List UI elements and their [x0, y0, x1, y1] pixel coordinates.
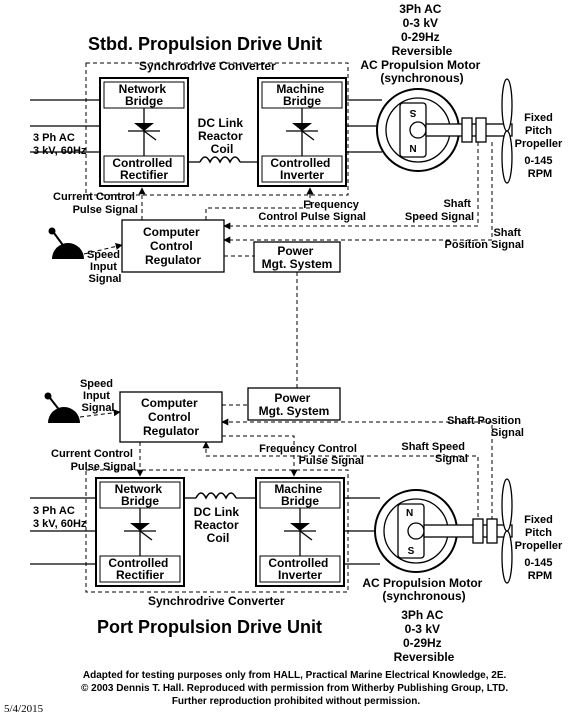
- port-dc-link-label: DC Link Reactor Coil: [194, 505, 243, 545]
- port-motor-label: AC Propulsion Motor (synchronous): [362, 576, 485, 603]
- stbd-power-mgt: Power Mgt. System: [253, 241, 341, 273]
- svg-text:Controlled Rectifier: Controlled Rectifier: [112, 156, 175, 182]
- stbd-speed-input-label: Speed Input Signal: [87, 249, 123, 285]
- svg-text:Network Bridge: Network Bridge: [119, 82, 170, 108]
- port-computer-regulator: Computer Control Regulator: [119, 391, 223, 443]
- port-propeller-label: Fixed Pitch Propeller 0-145 RPM: [515, 514, 566, 582]
- port-speed-lever-icon: [44, 392, 80, 423]
- footer-credit: Adapted for testing purposes only from H…: [81, 670, 511, 707]
- svg-text:S: S: [409, 107, 416, 118]
- stbd-supply-label: 3 Ph AC 3 kV, 60Hz: [33, 132, 87, 157]
- stbd-dc-link-label: DC Link Reactor Coil: [198, 116, 247, 156]
- stbd-speed-lever-icon: [48, 227, 84, 259]
- port-coil-icon: [195, 492, 237, 500]
- stbd-current-control-label: Current Control Pulse Signal: [53, 191, 138, 216]
- svg-text:Controlled Rectifier: Controlled Rectifier: [108, 556, 171, 582]
- stbd-motor-label: AC Propulsion Motor (synchronous): [360, 58, 483, 85]
- stbd-frequency-control-label: Frequency Control Pulse Signal: [258, 199, 366, 223]
- stbd-motor-spec: 3Ph AC 0-3 kV 0-29Hz Reversible: [392, 2, 453, 58]
- svg-text:Power Mgt. System: Power Mgt. System: [262, 244, 333, 271]
- port-shaft-position-label: Shaft Position Signal: [447, 415, 524, 439]
- port-unit: Speed Input Signal Computer Control Regu…: [30, 378, 566, 664]
- port-shaft-speed-label: Shaft Speed Signal: [401, 441, 468, 465]
- port-machine-bridge: Machine Bridge Controlled Inverter: [255, 477, 345, 587]
- svg-text:Power Mgt. System: Power Mgt. System: [259, 391, 330, 418]
- port-current-control-label: Current Control Pulse Signal: [51, 448, 136, 473]
- svg-text:Computer Control: Computer Control Regulator: [143, 225, 203, 267]
- stbd-computer-regulator: Computer Control Regulator: [121, 219, 225, 273]
- port-speed-input-label: Speed Input Signal: [80, 378, 116, 414]
- svg-text:Network Bridge: Network Bridge: [115, 482, 166, 508]
- stbd-shaft-position-label: Shaft Position Signal: [445, 227, 524, 251]
- port-power-mgt: Power Mgt. System: [247, 387, 341, 421]
- thyristor-icon: [124, 508, 156, 556]
- stbd-propeller-label: Fixed Pitch Propeller 0-145 RPM: [515, 112, 566, 180]
- svg-text:N: N: [409, 142, 416, 153]
- stbd-propeller-icon: [501, 78, 513, 184]
- stbd-unit: 3Ph AC 0-3 kV 0-29Hz Reversible AC Propu…: [30, 2, 566, 285]
- port-converter-label: Synchrodrive Converter: [148, 594, 285, 608]
- stbd-coil-icon: [199, 156, 241, 164]
- stbd-title: Stbd. Propulsion Drive Unit: [88, 34, 322, 54]
- svg-text:N S: N S: [406, 508, 416, 557]
- port-frequency-control-label: Frequency Control Pulse Signal: [259, 443, 364, 467]
- port-supply-label: 3 Ph AC 3 kV, 60Hz: [33, 505, 87, 530]
- svg-text:Controlled Inverter: Controlled Inverter: [268, 556, 331, 582]
- svg-text:Computer Control: Computer Control Regulator: [141, 396, 201, 438]
- stbd-network-bridge: Network Bridge Controlled Rectifier: [99, 77, 189, 187]
- thyristor-icon: [128, 108, 160, 156]
- thyristor-icon: [286, 108, 318, 156]
- port-title: Port Propulsion Drive Unit: [97, 617, 322, 637]
- port-network-bridge: Network Bridge Controlled Rectifier: [95, 477, 185, 587]
- stbd-shaft-speed-label: Shaft Speed Signal: [405, 198, 474, 223]
- svg-text:Machine Bridge: Machine Bridge: [276, 82, 327, 108]
- svg-text:Machine Bridge: Machine Bridge: [274, 482, 325, 508]
- port-motor-spec: 3Ph AC 0-3 kV 0-29Hz Reversible: [394, 608, 455, 664]
- stbd-converter-label: Synchrodrive Converter: [139, 59, 276, 73]
- footer-date: 5/4/2015: [4, 703, 44, 715]
- port-propeller-icon: [501, 478, 513, 584]
- port-motor: N S: [374, 489, 458, 573]
- thyristor-icon: [284, 508, 316, 556]
- svg-text:Controlled Inverter: Controlled Inverter: [270, 156, 333, 182]
- stbd-machine-bridge: Machine Bridge Controlled Inverter: [257, 77, 347, 187]
